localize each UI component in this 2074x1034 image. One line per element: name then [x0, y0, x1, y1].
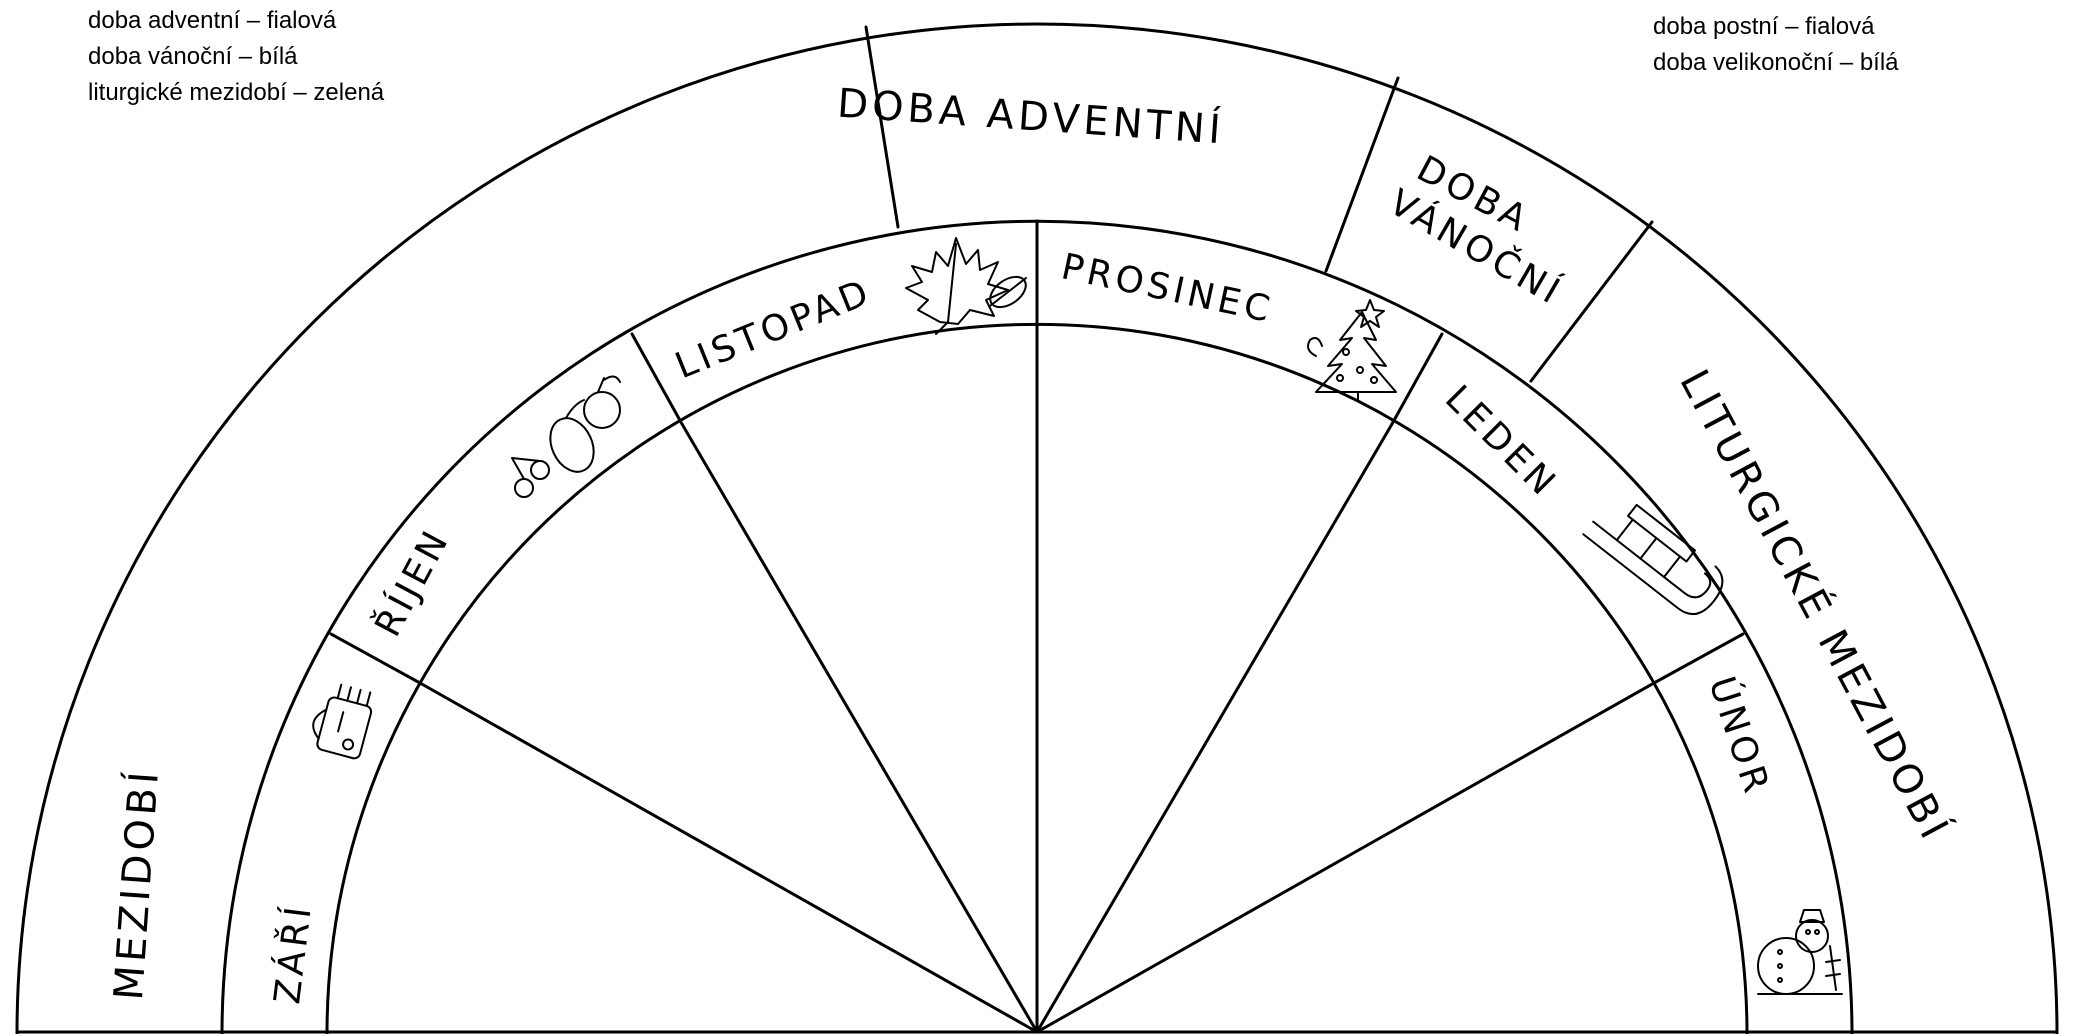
radial-line-2: [682, 424, 1037, 1032]
leaves-icon: [906, 238, 1031, 334]
month-label-october: ŘÍJEN: [367, 521, 459, 643]
sled-icon: [1583, 490, 1731, 623]
month-label-september: ZÁŘÍ: [266, 901, 320, 1006]
month-label-january: LEDEN: [1437, 378, 1565, 506]
snowman-icon: [1758, 910, 1842, 994]
month-divider-4: [1392, 334, 1442, 424]
fruit-icon: [512, 376, 620, 497]
season-label-ordinary-right: LITURGICKÉ MEZIDOBÍ: [1670, 361, 1960, 849]
month-label-december: PROSINEC: [1058, 246, 1277, 331]
season-label-advent: DOBA ADVENTNÍ: [836, 79, 1226, 154]
radial-line-1: [420, 683, 1037, 1032]
season-divider-2: [1326, 78, 1398, 271]
school-bag-icon: [307, 680, 376, 759]
radial-line-4: [1037, 424, 1392, 1032]
month-divider-1: [331, 634, 420, 683]
season-label-ordinary-left: MEZIDOBÍ: [104, 766, 168, 1001]
radial-line-5: [1037, 683, 1654, 1032]
christmas-tree-icon: [1308, 300, 1396, 400]
month-label-november: LISTOPAD: [670, 271, 878, 387]
month-label-february: ÚNOR: [1700, 671, 1778, 801]
